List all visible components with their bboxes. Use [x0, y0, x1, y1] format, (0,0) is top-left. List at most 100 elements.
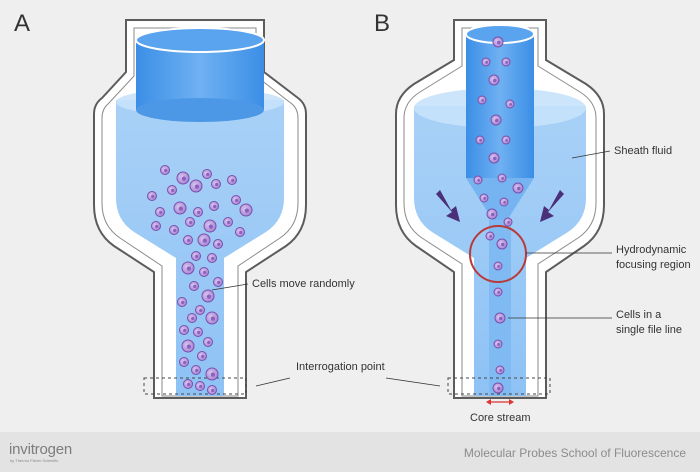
- cell-nucleus: [186, 266, 191, 271]
- cell-nucleus: [181, 176, 186, 181]
- cell-nucleus: [499, 316, 503, 321]
- cell-nucleus: [197, 330, 201, 335]
- cell-nucleus: [217, 280, 221, 285]
- cell-nucleus: [211, 388, 215, 393]
- label-hydrodynamic-2: focusing region: [616, 259, 691, 271]
- cell-nucleus: [191, 316, 195, 321]
- cell-nucleus: [493, 156, 497, 161]
- label-interrogation-point: Interrogation point: [296, 361, 385, 373]
- cell-nucleus: [178, 206, 183, 211]
- label-sheath-fluid: Sheath fluid: [614, 145, 672, 157]
- leader-sheath-fluid: [571, 150, 611, 159]
- cell-nucleus: [507, 221, 510, 224]
- cell-nucleus: [505, 61, 508, 64]
- cell-nucleus: [187, 382, 191, 387]
- cell-nucleus: [181, 300, 185, 305]
- fluid-body-a: [116, 100, 284, 396]
- cell-nucleus: [206, 294, 211, 299]
- panel-a: A: [14, 10, 307, 399]
- cell-nucleus: [155, 224, 159, 229]
- cell-nucleus: [215, 182, 219, 187]
- brand-sub: by Thermo Fisher Scientific: [10, 458, 59, 463]
- cell-nucleus: [479, 139, 482, 142]
- panel-b: B: [374, 10, 605, 405]
- panel-a-label: A: [14, 10, 30, 37]
- cell-nucleus: [491, 212, 495, 217]
- cell-nucleus: [208, 224, 213, 229]
- cell-nucleus: [193, 284, 197, 289]
- cell-nucleus: [203, 270, 207, 275]
- cell-nucleus: [503, 201, 506, 204]
- cell-nucleus: [489, 235, 492, 238]
- label-core-stream: Core stream: [470, 412, 531, 424]
- cell-nucleus: [211, 256, 215, 261]
- cell-nucleus: [239, 230, 243, 235]
- cell-nucleus: [483, 197, 486, 200]
- cell-nucleus: [497, 265, 500, 268]
- cell-nucleus: [210, 372, 215, 377]
- cells-focused-b: [473, 36, 524, 394]
- brand-logo: invitrogen: [9, 441, 73, 458]
- cell-nucleus: [497, 343, 500, 346]
- cell-nucleus: [501, 177, 504, 180]
- sheath-arrow-right: [540, 190, 564, 222]
- cell-nucleus: [481, 99, 484, 102]
- cell-nucleus: [183, 328, 187, 333]
- interrogation-box-b: [447, 377, 551, 395]
- cell-nucleus: [495, 118, 499, 123]
- core-stream-width-arrow: [486, 399, 514, 405]
- cell-nucleus: [187, 238, 191, 243]
- cell-nucleus: [164, 168, 168, 173]
- cell-nucleus: [493, 78, 497, 83]
- cell-nucleus: [195, 368, 199, 373]
- label-cells-move-randomly: Cells move randomly: [252, 278, 355, 290]
- sample-tube-a-bottom: [136, 98, 264, 122]
- cell-nucleus: [210, 316, 215, 321]
- panel-b-label: B: [374, 10, 390, 37]
- leader-interrogation-left: [255, 377, 291, 387]
- leader-cells-random: [211, 283, 249, 291]
- cell-nucleus: [173, 228, 177, 233]
- cell-nucleus: [497, 40, 501, 45]
- cell-nucleus: [485, 61, 488, 64]
- cell-nucleus: [189, 220, 193, 225]
- cells-random-a: [147, 165, 253, 395]
- cell-nucleus: [497, 386, 501, 391]
- cell-nucleus: [199, 308, 203, 313]
- cell-nucleus: [206, 172, 210, 177]
- footer-bar: [0, 432, 700, 472]
- footer-school: Molecular Probes School of Fluorescence: [463, 446, 686, 460]
- label-single-file-1: Cells in a: [616, 309, 662, 321]
- sample-tube-a-top: [135, 27, 265, 53]
- cell-nucleus: [197, 210, 201, 215]
- cell-nucleus: [207, 340, 211, 345]
- cell-nucleus: [202, 238, 207, 243]
- cell-nucleus: [477, 179, 480, 182]
- cell-nucleus: [497, 291, 500, 294]
- cell-nucleus: [194, 184, 199, 189]
- annotations: Cells move randomly Interrogation point …: [211, 145, 691, 424]
- cell-nucleus: [231, 178, 235, 183]
- cell-nucleus: [517, 186, 521, 191]
- cell-nucleus: [505, 139, 508, 142]
- cell-nucleus: [509, 103, 512, 106]
- cell-nucleus: [235, 198, 239, 203]
- sample-tube-b: [466, 34, 534, 178]
- cell-nucleus: [213, 204, 217, 209]
- cell-nucleus: [171, 188, 175, 193]
- cell-nucleus: [217, 242, 221, 247]
- cell-nucleus: [151, 194, 155, 199]
- cell-nucleus: [159, 210, 163, 215]
- cell-nucleus: [227, 220, 231, 225]
- cell-nucleus: [195, 254, 199, 259]
- interrogation-box-a: [143, 377, 247, 395]
- cell-nucleus: [199, 384, 203, 389]
- cell-nucleus: [201, 354, 205, 359]
- hydrodynamic-focusing-circle: [469, 225, 527, 283]
- sheath-arrow-left: [436, 190, 460, 222]
- label-single-file-2: single file line: [616, 324, 682, 336]
- leader-interrogation-right: [385, 377, 441, 387]
- cell-nucleus: [244, 208, 249, 213]
- cell-nucleus: [501, 242, 505, 247]
